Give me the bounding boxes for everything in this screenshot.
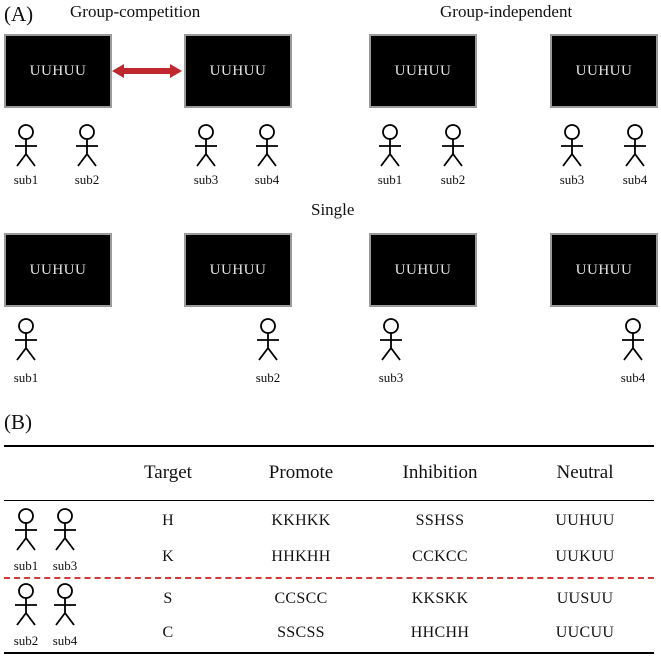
cell-neutral: UUKUU [555,548,615,565]
group-divider [4,577,654,579]
cell-neutral: UUSUU [556,590,614,607]
screen-single-1: UUHUU [4,233,112,307]
header-rule [4,500,654,501]
person-icon [50,508,80,552]
person-icon [620,124,650,168]
cell-neutral: UUHUU [555,512,615,529]
sub-label: sub1 [13,558,39,573]
person-icon [376,318,406,362]
sub-label: sub2 [440,172,466,187]
screen-text: UUHUU [575,62,633,79]
cell-target: K [162,548,174,565]
person-icon [11,318,41,362]
header-promote: Promote [268,462,334,483]
screen-text: UUHUU [394,261,452,278]
screen-single-3: UUHUU [369,233,477,307]
person-icon [438,124,468,168]
sub-label: sub2 [255,370,281,385]
sub-label: sub4 [52,633,78,648]
person-icon [618,318,648,362]
cell-neutral: UUCUU [555,624,615,641]
sub-label: sub3 [52,558,78,573]
header-neutral: Neutral [556,462,614,483]
sub-label: sub4 [622,172,648,187]
header-target: Target [144,462,192,483]
screen-single-2: UUHUU [184,233,292,307]
header-inhibition: Inhibition [402,462,478,483]
person-icon [191,124,221,168]
sub-label: sub1 [377,172,403,187]
sub-label: sub2 [74,172,100,187]
screen-independent-2: UUHUU [550,34,658,108]
sub-label: sub1 [13,172,39,187]
person-icon [11,583,41,627]
sub-label: sub3 [559,172,585,187]
competition-double-arrow [112,64,182,78]
person-icon [253,318,283,362]
group-competition-title: Group-competition [70,2,201,21]
screen-text: UUHUU [209,261,267,278]
single-title: Single [311,200,355,219]
person-icon [557,124,587,168]
cell-inhibition: CCKCC [412,548,468,565]
table-top-rule [4,445,654,447]
person-icon [11,508,41,552]
sub-label: sub2 [13,633,39,648]
screen-text: UUHUU [575,261,633,278]
cell-inhibition: SSHSS [415,512,465,529]
cell-promote: HHKHH [271,548,331,565]
person-icon [50,583,80,627]
cell-promote: KKHKK [271,512,331,529]
cell-promote: CCSCC [274,590,328,607]
person-icon [252,124,282,168]
cell-target: C [162,624,174,641]
person-icon [375,124,405,168]
screen-text: UUHUU [394,62,452,79]
screen-text: UUHUU [209,62,267,79]
cell-promote: SSCSS [277,624,325,641]
screen-competition-1: UUHUU [4,34,112,108]
sub-label: sub3 [193,172,219,187]
group-independent-title: Group-independent [440,2,573,21]
panel-b-label: (B) [4,410,32,434]
screen-text: UUHUU [29,261,87,278]
sub-label: sub3 [378,370,404,385]
screen-text: UUHUU [29,62,87,79]
cell-inhibition: HHCHH [410,624,470,641]
person-icon [11,124,41,168]
sub-label: sub4 [620,370,646,385]
cell-target: H [162,512,174,529]
cell-inhibition: KKSKK [411,590,469,607]
sub-label: sub1 [13,370,39,385]
person-icon [72,124,102,168]
screen-competition-2: UUHUU [184,34,292,108]
screen-single-4: UUHUU [550,233,658,307]
sub-label: sub4 [254,172,280,187]
cell-target: S [163,590,173,607]
screen-independent-1: UUHUU [369,34,477,108]
table-bottom-rule [4,652,654,654]
panel-a-label: (A) [4,2,34,26]
